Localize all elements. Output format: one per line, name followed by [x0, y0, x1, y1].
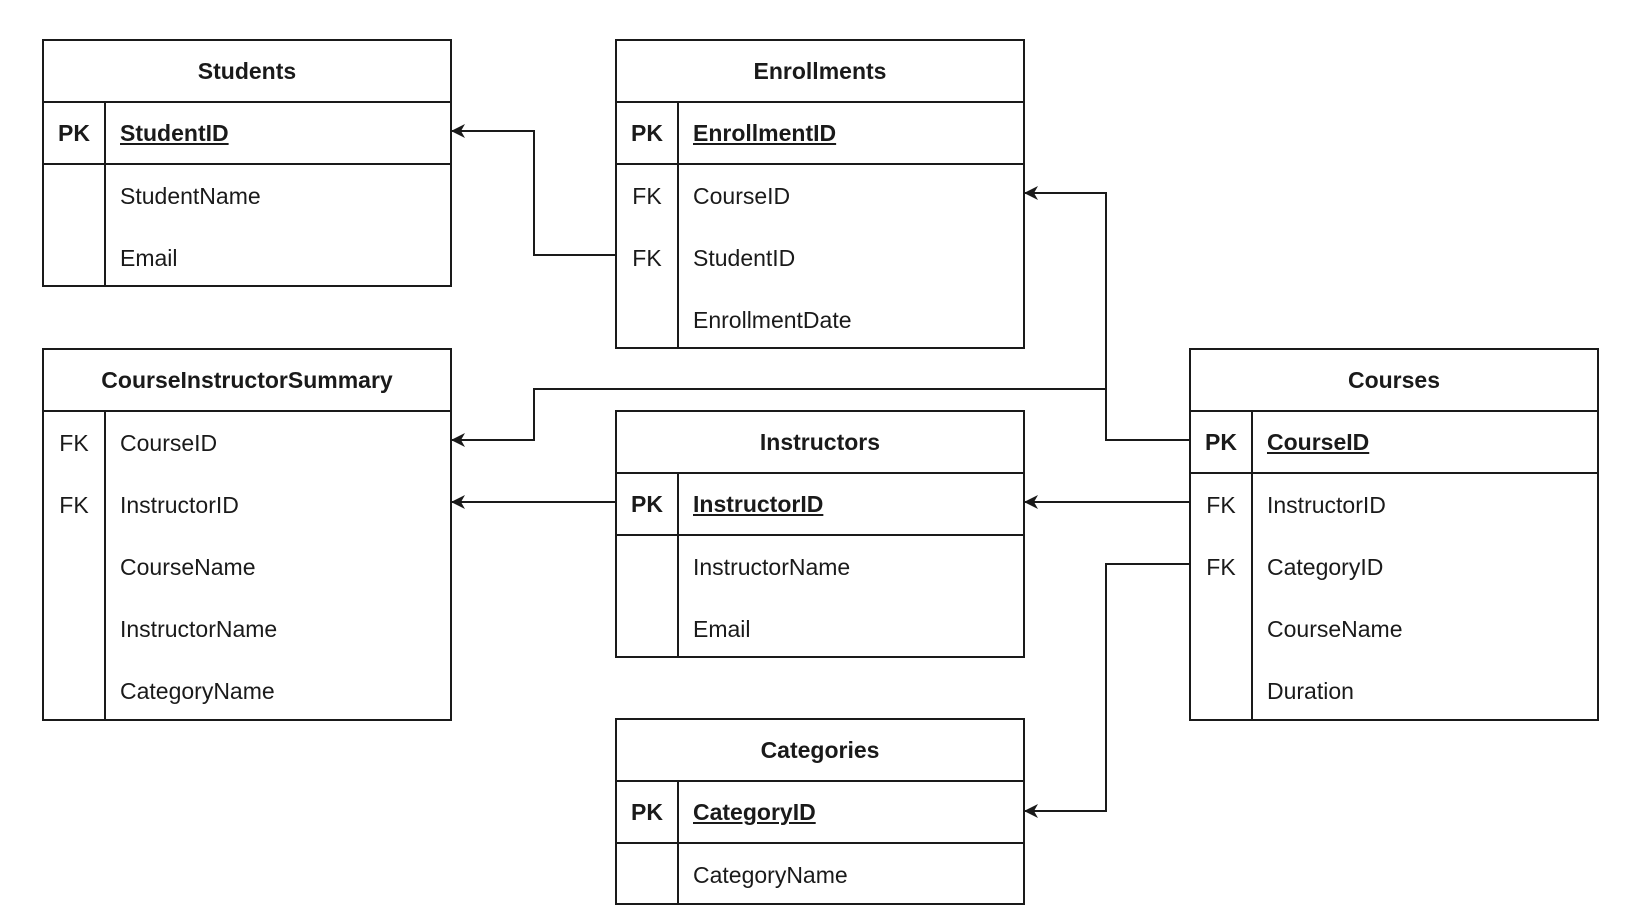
key-label	[1191, 598, 1251, 660]
key-label	[617, 289, 677, 349]
table-title: Courses	[1191, 350, 1597, 412]
table-title: Instructors	[617, 412, 1023, 474]
primary-key-row: PK StudentID	[44, 103, 450, 165]
key-label	[617, 597, 677, 658]
key-label: FK	[632, 245, 662, 271]
fields-section: FK FK CourseID StudentID EnrollmentDate	[617, 165, 1023, 349]
key-label: PK	[631, 799, 663, 825]
table-courses: Courses PK CourseID FK FK InstructorID C…	[1189, 348, 1599, 721]
key-label	[617, 844, 677, 903]
key-label	[617, 536, 677, 597]
field-name: CourseID	[1267, 429, 1370, 455]
key-label	[44, 598, 104, 660]
key-label: PK	[58, 120, 90, 146]
key-label: PK	[631, 120, 663, 146]
field-name: InstructorName	[120, 616, 278, 642]
connector-courses-courseid-to-enrollments	[1024, 186, 1189, 441]
field-name: InstructorID	[120, 492, 239, 518]
fields-section: CategoryName	[617, 844, 1023, 903]
key-label: FK	[632, 183, 662, 209]
primary-key-row: PK EnrollmentID	[617, 103, 1023, 165]
table-title: CourseInstructorSummary	[44, 350, 450, 412]
fields-section: StudentName Email	[44, 165, 450, 287]
key-label	[1191, 660, 1251, 722]
key-label	[44, 165, 104, 226]
field-name: CourseID	[120, 430, 218, 456]
field-name: CourseID	[693, 183, 791, 209]
key-label: FK	[59, 430, 89, 456]
table-students: Students PK StudentID StudentName Email	[42, 39, 452, 287]
table-categories: Categories PK CategoryID CategoryName	[615, 718, 1025, 905]
field-name: StudentID	[693, 245, 796, 271]
key-label: PK	[1205, 429, 1237, 455]
field-name: StudentName	[120, 183, 261, 209]
key-label: FK	[1206, 492, 1236, 518]
key-label: PK	[631, 491, 663, 517]
fields-section: InstructorName Email	[617, 536, 1023, 658]
field-name: Email	[120, 245, 178, 271]
field-name: CourseName	[1267, 616, 1403, 642]
field-name: CategoryID	[1267, 554, 1384, 580]
table-title: Categories	[617, 720, 1023, 782]
field-name: InstructorID	[693, 491, 824, 517]
field-name: CategoryName	[120, 678, 275, 704]
field-name: InstructorID	[1267, 492, 1386, 518]
primary-key-row: PK CategoryID	[617, 782, 1023, 844]
field-name: Duration	[1267, 678, 1354, 704]
key-label	[44, 659, 104, 721]
field-name: CourseName	[120, 554, 256, 580]
key-label	[44, 536, 104, 598]
table-instructors: Instructors PK InstructorID InstructorNa…	[615, 410, 1025, 658]
primary-key-row: PK CourseID	[1191, 412, 1597, 474]
table-title: Students	[44, 41, 450, 103]
table-enrollments: Enrollments PK EnrollmentID FK FK Course…	[615, 39, 1025, 349]
key-label: FK	[59, 492, 89, 518]
field-name: Email	[693, 616, 751, 642]
field-name: InstructorName	[693, 554, 851, 580]
field-name: EnrollmentDate	[693, 307, 852, 333]
primary-key-row: PK InstructorID	[617, 474, 1023, 536]
key-label: FK	[1206, 554, 1236, 580]
field-name: EnrollmentID	[693, 120, 837, 146]
key-label	[44, 226, 104, 287]
table-course-instructor-summary: CourseInstructorSummary FK FK CourseID I…	[42, 348, 452, 721]
fields-section: FK FK InstructorID CategoryID CourseName…	[1191, 474, 1597, 721]
field-name: CategoryName	[693, 862, 848, 888]
table-title: Enrollments	[617, 41, 1023, 103]
connector-courses-categoryid-to-categories	[1024, 563, 1189, 818]
field-name: StudentID	[120, 120, 229, 146]
field-name: CategoryID	[693, 799, 816, 825]
fields-section: FK FK CourseID InstructorID CourseName I…	[44, 412, 450, 721]
connector-enrollments-studentid-to-students	[451, 124, 615, 256]
